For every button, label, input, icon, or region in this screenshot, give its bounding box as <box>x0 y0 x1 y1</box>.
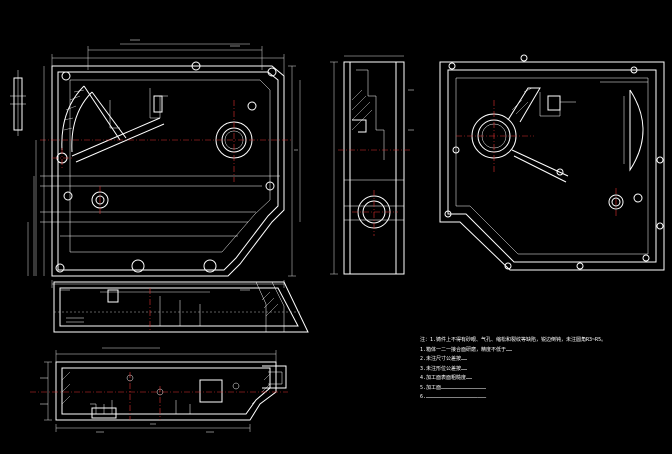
side-view <box>330 55 414 275</box>
section-view <box>30 347 288 433</box>
note-line-6: 6.…………………………………………………… <box>420 394 487 400</box>
front-view <box>10 39 301 293</box>
note-line-1: 1.箱体一二一接合面研磨，精度不低于…… <box>420 346 513 353</box>
rear-view <box>439 54 665 271</box>
technical-notes: 注：1.铸件上不得有砂眼、气孔、缩松和裂纹等缺陷，锐边倒钝，未注圆角R3~R5。… <box>420 336 670 403</box>
note-line-5: 5.加工面……………………………………… <box>420 384 487 391</box>
note-line-2: 2.未注尺寸公差按…… <box>420 356 468 362</box>
note-line-3: 3.未注形位公差按…… <box>420 365 468 372</box>
note-line-4: 4.加工面表面粗糙度…… <box>420 375 473 381</box>
notes-title: 注：1.铸件上不得有砂眼、气孔、缩松和裂纹等缺陷，锐边倒钝，未注圆角R3~R5。 <box>420 337 607 343</box>
bottom-view <box>53 281 309 333</box>
